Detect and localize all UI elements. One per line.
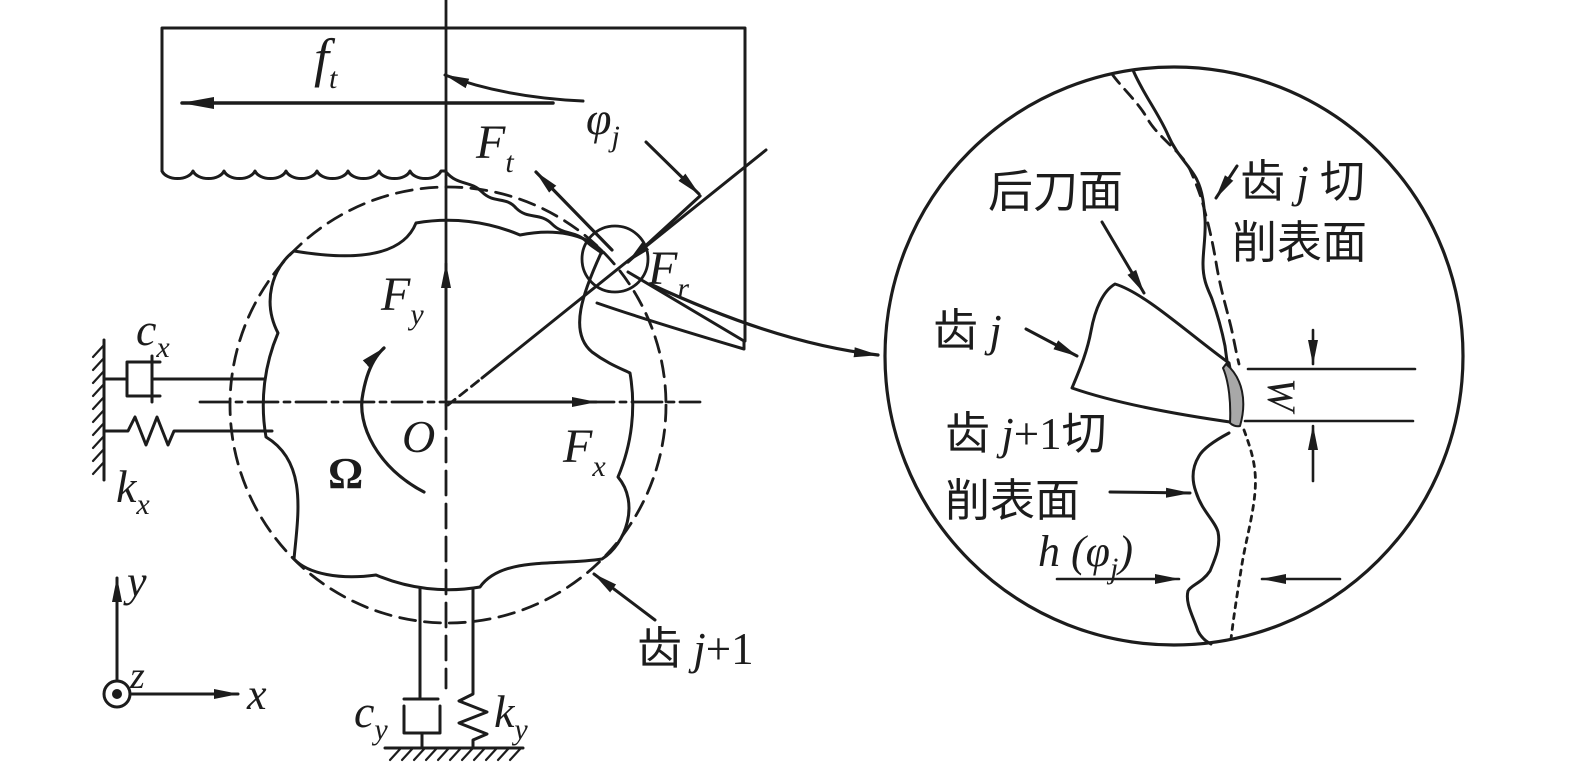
ground-hatch [388,746,523,762]
tooth-path-circle [228,185,668,625]
label-tooth-j: 齿 j [933,306,1002,356]
cut-surface-wavy [444,170,604,255]
label-axis-x: x [246,670,267,719]
spring-kx [102,415,274,447]
engaged-tooth-wedge [595,270,746,351]
flank-face-pointer [1100,220,1146,295]
surface-upper-solid [1131,68,1230,369]
label-force-fx: Fx [562,420,606,483]
damper-cy [402,586,442,750]
tooth-j1-surface-solid [1185,431,1231,646]
tooth-j-pointer [1024,327,1079,358]
label-chip-thickness: h (φj) [1038,527,1133,585]
detail-tooth [1070,282,1239,425]
label-phi-j: φj [586,93,620,153]
coordinate-triad [102,576,240,709]
label-stiffness-ky: ky [494,686,528,746]
label-tooth-j-surface-2: 削表面 [1232,218,1367,268]
label-force-ft: Ft [475,116,514,179]
left-wall-hatch [91,343,106,476]
label-force-fy: Fy [380,268,424,331]
damper-cx [102,354,267,404]
cutting-zone-circle [580,224,650,294]
wear-dimension [1243,328,1417,483]
cutter-body [261,218,635,592]
label-wear-width: W [1259,378,1304,415]
phi-pointer-arrow [644,140,701,196]
label-axis-z: z [129,655,145,697]
label-damping-cy: cy [354,686,388,746]
label-ft-feed: ft [314,28,338,95]
tooth-j1-pointer [592,572,657,622]
tooth-j-surface-pointer [1214,164,1239,200]
label-rotation-omega: Ω [328,449,363,498]
radial-line [480,148,768,380]
detail-circle [883,65,1465,647]
phi-angle-arc [443,73,585,103]
workpiece-outline [160,26,747,343]
label-stiffness-kx: kx [116,461,150,521]
machined-surface-wavy [160,169,448,180]
label-tooth-j1-surface-2: 削表面 [945,476,1080,526]
label-origin: O [402,411,435,462]
label-flank-face: 后刀面 [988,167,1123,217]
spring-ky [457,588,489,750]
flank-wear-land [1222,363,1245,428]
label-axis-y: y [123,557,147,606]
labels: ft φj Ft Fr Fy Fx O Ω cx kx cy ky y z x … [116,28,1367,746]
label-tooth-j1: 齿 j+1 [637,624,754,674]
force-ft-arrow [534,170,614,252]
tooth-j1-surface-pointer [1108,487,1192,498]
label-damping-cx: cx [136,304,170,364]
label-force-fr: Fr [647,242,689,305]
rotation-arrow [360,346,426,494]
detail-leader-arrow [648,282,880,358]
tooth-j-surface-dotted [1229,428,1257,641]
force-fr-arrow [626,194,702,264]
label-tooth-j-surface-1: 齿 j 切 [1240,157,1365,207]
label-tooth-j1-surface-1: 齿 j+1切 [945,409,1107,459]
